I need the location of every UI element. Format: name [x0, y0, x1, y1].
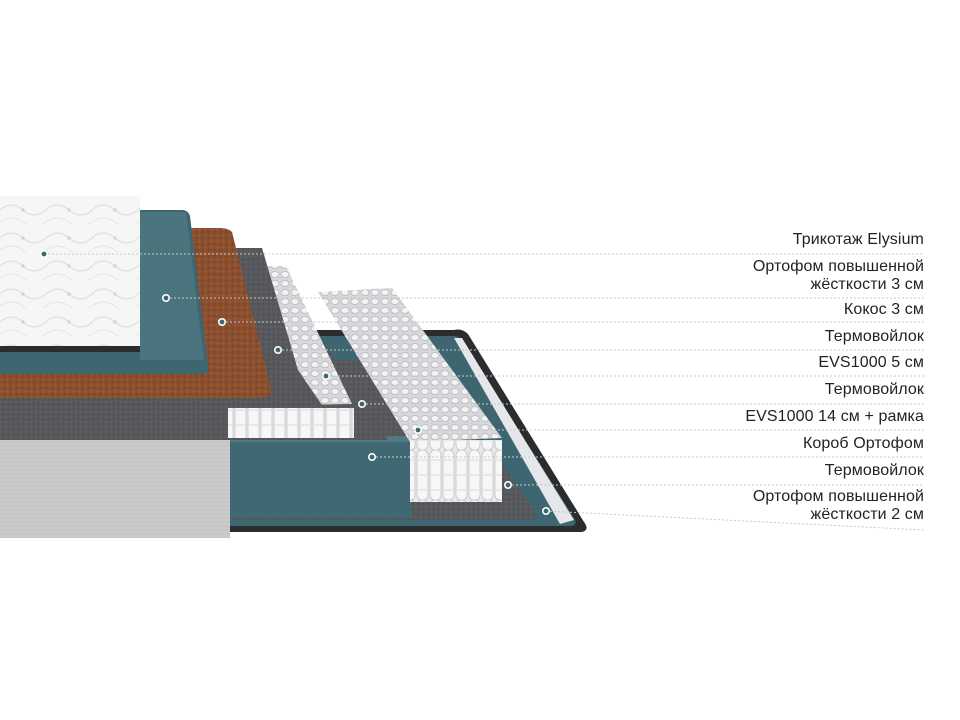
evs1000-5cm-front — [228, 408, 354, 438]
layer-label-felt-1: Термовойлок — [824, 328, 924, 345]
leader-lines — [44, 253, 925, 531]
evs1000-14cm-front — [410, 440, 502, 502]
layer-label-knit: Трикотаж Elysium — [792, 231, 924, 248]
layer-label-felt-3: Термовойлок — [824, 462, 924, 479]
layer-label-felt-2: Термовойлок — [824, 381, 924, 398]
layer-label-box-ortofom: Короб Ортофом — [802, 435, 924, 452]
layer-label-ortofom-2cm-text: Ортофом повышенной жёсткости 2 см — [752, 488, 924, 523]
layer-label-ortofom-3cm: Ортофом повышенной жёсткости 3 см — [753, 258, 924, 294]
layer-label-coconut: Кокос 3 см — [843, 301, 924, 318]
pin-dots — [39, 250, 550, 515]
layer-label-evs1000-5cm: EVS1000 5 см — [818, 354, 924, 371]
layer-label-ortofom-3cm-text: Ортофом повышенной жёсткости 3 см — [752, 258, 924, 293]
layer-label-evs1000-14cm: EVS1000 14 см + рамка — [745, 408, 924, 425]
base-white-edge — [454, 338, 574, 524]
layer-label-ortofom-2cm: Ортофом повышенной жёсткости 2 см — [753, 488, 924, 524]
knit-elysium — [0, 196, 140, 352]
